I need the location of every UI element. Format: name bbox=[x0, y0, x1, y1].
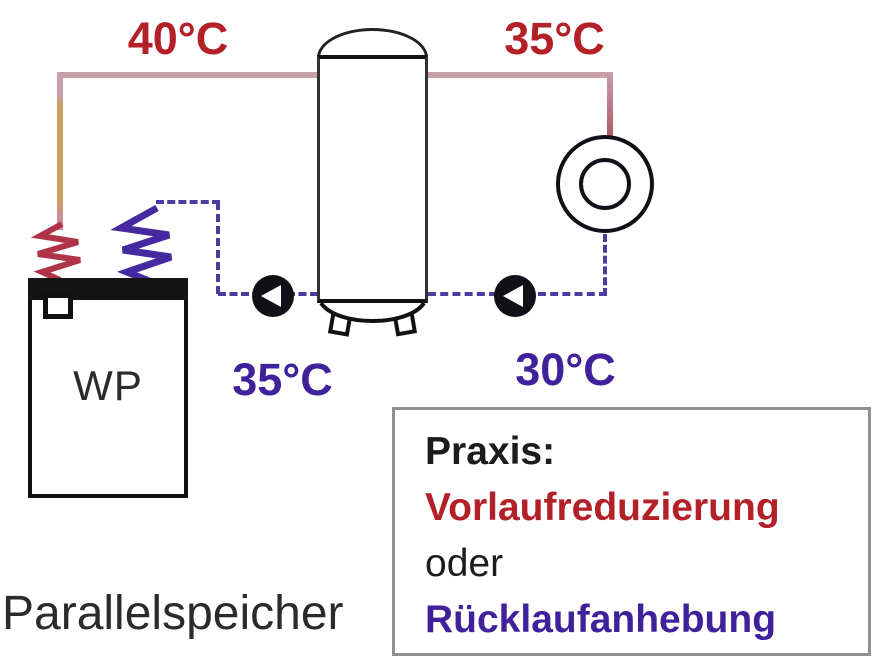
supply-pipe-tank-to-circuit bbox=[425, 72, 613, 78]
flex-connector-return-icon bbox=[110, 204, 173, 285]
note-option-vorlaufreduzierung: Vorlaufreduzierung bbox=[425, 486, 780, 529]
supply-pipe-wp-to-tank bbox=[57, 72, 320, 78]
practice-note-box: Praxis: Vorlaufreduzierung oder Rücklauf… bbox=[392, 407, 871, 656]
heat-pump-connection-port bbox=[43, 293, 73, 319]
return-pipe-wp-vertical bbox=[216, 202, 220, 294]
note-conjunction: oder bbox=[425, 542, 504, 585]
note-option-ruecklaufanhebung: Rücklaufanhebung bbox=[425, 598, 777, 641]
supply-temp-circuit-label: 35°C bbox=[504, 13, 605, 64]
return-temp-circuit-label: 30°C bbox=[515, 344, 616, 395]
heat-pump-label: WP bbox=[73, 362, 143, 409]
return-pump-circuit-icon bbox=[494, 275, 536, 317]
pump-flow-triangle-icon bbox=[261, 285, 281, 307]
supply-pipe-wp-riser bbox=[57, 72, 63, 230]
storage-tank-bottom bbox=[319, 301, 426, 337]
heating-circuit-icon bbox=[556, 135, 654, 233]
storage-tank-body bbox=[317, 55, 428, 303]
return-temp-wp-label: 35°C bbox=[232, 354, 333, 405]
heating-circuit-inner-ring bbox=[579, 158, 631, 210]
note-heading: Praxis: bbox=[425, 430, 556, 473]
return-pump-wp-icon bbox=[252, 275, 294, 317]
pump-flow-triangle-icon bbox=[503, 285, 523, 307]
supply-pipe-circuit-drop bbox=[607, 72, 613, 138]
return-pipe-circuit-drop bbox=[603, 234, 607, 296]
supply-temp-wp-label: 40°C bbox=[127, 13, 229, 64]
flex-connector-supply-icon bbox=[30, 221, 81, 283]
return-pipe-wp-top-horizontal bbox=[156, 200, 220, 204]
diagram-caption: Parallelspeicher bbox=[2, 587, 344, 640]
